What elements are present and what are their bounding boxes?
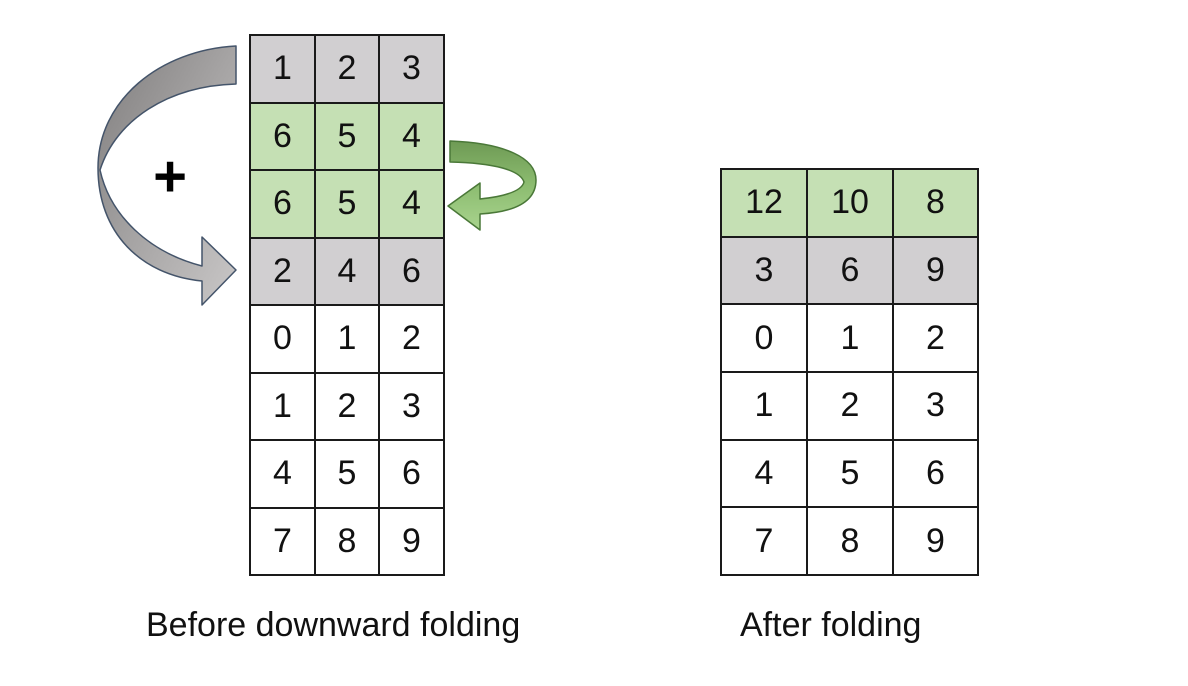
grid-cell: 3 <box>722 237 808 306</box>
grid-cell: 5 <box>316 441 380 509</box>
grid-cell: 0 <box>251 306 316 374</box>
after-caption: After folding <box>740 606 922 644</box>
grid-cell: 7 <box>722 508 808 576</box>
grid-cell: 10 <box>808 170 894 238</box>
grid-cell: 1 <box>722 372 808 441</box>
grid-cell: 1 <box>808 305 894 373</box>
grid-cell: 3 <box>380 36 445 104</box>
grid-cell: 8 <box>894 170 979 238</box>
grid-cell: 6 <box>380 238 445 306</box>
grid-cell: 12 <box>722 170 808 238</box>
grid-cell: 0 <box>722 305 808 373</box>
grid-cell: 4 <box>251 441 316 509</box>
grid-cell: 6 <box>894 440 979 509</box>
grid-cell: 4 <box>380 103 445 171</box>
grid-cell: 4 <box>316 238 380 306</box>
grid-cell: 2 <box>808 372 894 441</box>
grid-cell: 9 <box>894 237 979 306</box>
grid-cell: 9 <box>380 508 445 576</box>
grid-cell: 9 <box>894 508 979 576</box>
grid-cell: 3 <box>894 372 979 441</box>
plus-operator: + <box>153 144 187 209</box>
curved-arrow-icon <box>97 45 237 306</box>
grid-cell: 2 <box>251 238 316 306</box>
grid-cell: 5 <box>316 171 380 239</box>
grid-cell: 5 <box>808 440 894 509</box>
grid-cell: 2 <box>380 306 445 374</box>
grid-cell: 6 <box>808 237 894 306</box>
grid-cell: 1 <box>316 306 380 374</box>
grid-cell: 4 <box>722 440 808 509</box>
grid-cell: 5 <box>316 103 380 171</box>
grid-cell: 2 <box>316 373 380 441</box>
before-caption: Before downward folding <box>146 606 521 644</box>
grid-cell: 6 <box>251 171 316 239</box>
grid-cell: 6 <box>380 441 445 509</box>
grid-cell: 8 <box>808 508 894 576</box>
grid-cell: 2 <box>894 305 979 373</box>
grid-cell: 4 <box>380 171 445 239</box>
grid-cell: 3 <box>380 373 445 441</box>
grid-cell: 8 <box>316 508 380 576</box>
grid-cell: 6 <box>251 103 316 171</box>
grid-cell: 7 <box>251 508 316 576</box>
grid-cell: 2 <box>316 36 380 104</box>
curved-arrow-icon <box>447 140 537 231</box>
grid-cell: 1 <box>251 36 316 104</box>
grid-cell: 1 <box>251 373 316 441</box>
